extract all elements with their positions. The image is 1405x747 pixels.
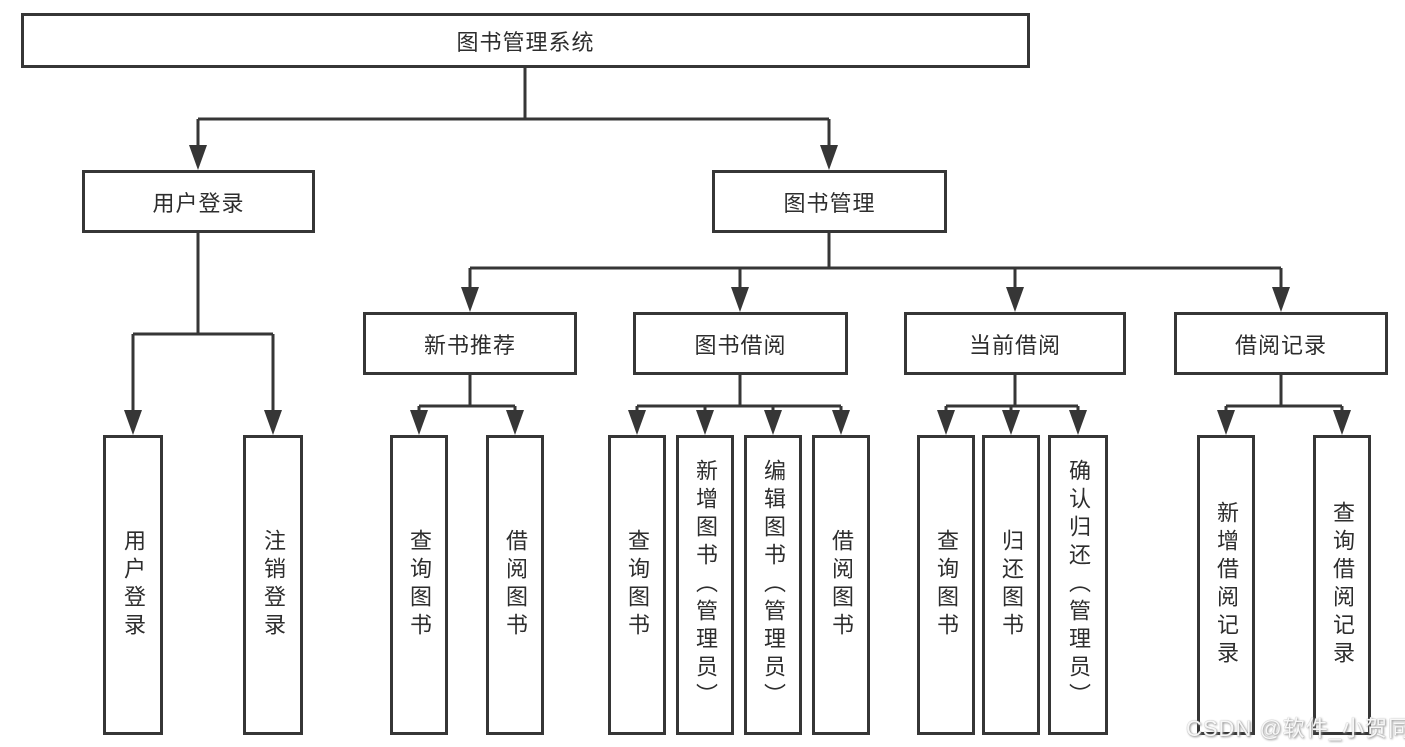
leaf-borrow-query-books: 查询图书 <box>608 435 666 735</box>
connector-book-management-branch <box>468 233 1283 289</box>
node-library-management-system: 图书管理系统 <box>21 13 1030 68</box>
connector-current-borrow-branch <box>944 375 1080 412</box>
arrow-down-icon <box>628 410 646 435</box>
arrow-down-icon <box>764 410 782 435</box>
arrow-down-icon <box>832 410 850 435</box>
leaf-newbook-borrow-books: 借阅图书 <box>486 435 544 735</box>
arrow-down-icon <box>820 145 838 170</box>
connector-user-login-branch <box>131 233 275 412</box>
arrow-down-icon <box>461 287 479 312</box>
connector-new-book-branch <box>417 375 517 412</box>
node-book-borrow: 图书借阅 <box>633 312 848 375</box>
leaf-user-login: 用户登录 <box>103 435 163 735</box>
arrow-down-icon <box>731 287 749 312</box>
leaf-current-query-books: 查询图书 <box>917 435 975 735</box>
csdn-watermark: CSDN @软件_小贺同学 <box>1186 716 1405 741</box>
node-book-management: 图书管理 <box>712 170 947 233</box>
arrow-down-icon <box>1069 410 1087 435</box>
connector-borrow-records-branch <box>1224 375 1344 412</box>
leaf-records-query-record: 查询借阅记录 <box>1313 435 1371 735</box>
arrow-down-icon <box>189 145 207 170</box>
connector-root-to-level2 <box>196 68 831 147</box>
leaf-borrow-borrow-books: 借阅图书 <box>812 435 870 735</box>
arrow-down-icon <box>1217 410 1235 435</box>
node-borrow-records: 借阅记录 <box>1174 312 1388 375</box>
arrow-down-icon <box>264 410 282 435</box>
node-user-login: 用户登录 <box>82 170 315 233</box>
leaf-records-add-record: 新增借阅记录 <box>1197 435 1255 735</box>
leaf-current-return-books: 归还图书 <box>982 435 1040 735</box>
arrow-down-icon <box>937 410 955 435</box>
leaf-current-confirm-return-admin: 确认归还（管理员） <box>1048 435 1108 735</box>
arrow-down-icon <box>124 410 142 435</box>
leaf-borrow-edit-books-admin: 编辑图书（管理员） <box>744 435 802 735</box>
leaf-newbook-query-books: 查询图书 <box>390 435 448 735</box>
arrow-down-icon <box>1002 410 1020 435</box>
arrow-down-icon <box>1006 287 1024 312</box>
connector-book-borrow-branch <box>635 375 843 412</box>
arrow-down-icon <box>1333 410 1351 435</box>
arrow-down-icon <box>696 410 714 435</box>
node-new-book-recommend: 新书推荐 <box>363 312 577 375</box>
arrow-down-icon <box>506 410 524 435</box>
arrow-down-icon <box>1272 287 1290 312</box>
leaf-logout: 注销登录 <box>243 435 303 735</box>
arrow-down-icon <box>410 410 428 435</box>
leaf-borrow-add-books-admin: 新增图书（管理员） <box>676 435 734 735</box>
node-current-borrow: 当前借阅 <box>904 312 1126 375</box>
